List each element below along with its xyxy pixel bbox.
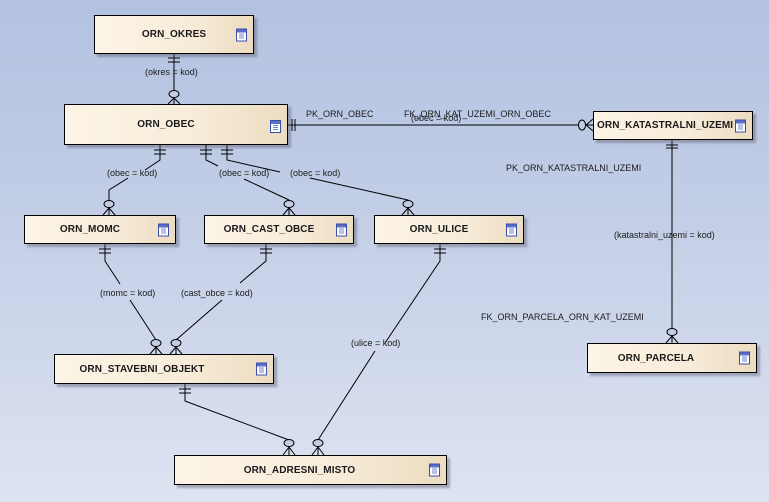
relationship-katastralni-uzemi-parcela[interactable] — [665, 140, 679, 344]
relationship-label-momc-stavebni-objekt: (momc = kod) — [100, 288, 156, 298]
entity-name: ORN_STAVEBNI_OBJEKT — [79, 363, 205, 375]
relationship-obec-ulice[interactable] — [221, 145, 415, 216]
relationship-label-kat-parcela: (katastralni_uzemi = kod) — [614, 230, 715, 240]
relationship-label-obec-momc: (obec = kod) — [107, 168, 158, 178]
relationship-ulice-adresni-misto[interactable] — [311, 244, 446, 456]
role-label-pk-katastralni-uzemi: PK_ORN_KATASTRALNI_UZEMI — [506, 163, 642, 173]
entity-name: ORN_CAST_OBCE — [223, 224, 315, 235]
table-icon — [270, 120, 281, 133]
entity-orn-ulice[interactable]: ORN_ULICE — [374, 215, 524, 244]
relationship-label-cast-obce-stavebni-objekt: (cast_obce = kod) — [181, 288, 253, 298]
relationship-obec-momc[interactable] — [102, 145, 166, 216]
entity-name: ORN_OBEC — [137, 119, 195, 130]
relationship-label-okres-obec: (okres = kod) — [145, 67, 198, 77]
entity-orn-parcela[interactable]: ORN_PARCELA — [587, 343, 757, 373]
relationship-stavebni-objekt-adresni-misto[interactable] — [179, 384, 296, 456]
entity-name: ORN_OKRES — [141, 29, 207, 40]
entity-orn-stavebni-objekt[interactable]: ORN_STAVEBNI_OBJEKT — [54, 354, 274, 384]
table-icon — [506, 223, 517, 236]
relationship-momc-stavebni-objekt[interactable] — [99, 244, 163, 355]
role-label-fk-kat-uzemi-obec: FK_ORN_KAT_UZEMI_ORN_OBEC — [404, 109, 551, 119]
entity-orn-obec[interactable]: ORN_OBEC — [64, 104, 288, 145]
entity-name: ORN_KATASTRALNI_UZEMI — [597, 120, 734, 131]
relationship-obec-katastralni-uzemi[interactable] — [288, 118, 594, 132]
entity-orn-okres[interactable]: ORN_OKRES — [94, 15, 254, 54]
entity-orn-katastralni-uzemi[interactable]: ORN_KATASTRALNI_UZEMI — [593, 111, 753, 140]
table-icon — [739, 351, 750, 365]
relationship-label-obec-ulice: (obec = kod) — [290, 168, 341, 178]
entity-orn-adresni-misto[interactable]: ORN_ADRESNI_MISTO — [174, 455, 447, 485]
role-label-pk-orn-obec: PK_ORN_OBEC — [306, 109, 374, 119]
table-icon — [236, 28, 247, 41]
entity-name: ORN_ULICE — [409, 224, 469, 235]
role-label-fk-parcela-kat-uzemi: FK_ORN_PARCELA_ORN_KAT_UZEMI — [481, 312, 644, 322]
entity-name: ORN_PARCELA — [617, 352, 695, 364]
table-icon — [429, 463, 440, 477]
relationship-label-obec-kat: (obec = kod) — [411, 113, 462, 123]
entity-orn-cast-obce[interactable]: ORN_CAST_OBCE — [204, 215, 354, 244]
table-icon — [256, 362, 267, 376]
relationship-label-ulice-adresni-misto: (ulice = kod) — [351, 338, 401, 348]
table-icon — [336, 223, 347, 236]
relationship-cast-obce-stavebni-objekt[interactable] — [169, 244, 272, 355]
relationship-label-obec-cast-obce: (obec = kod) — [219, 168, 270, 178]
entity-name: ORN_ADRESNI_MISTO — [243, 464, 356, 476]
relationship-okres-obec[interactable] — [167, 54, 181, 105]
entity-orn-momc[interactable]: ORN_MOMC — [24, 215, 176, 244]
table-icon — [735, 119, 746, 132]
table-icon — [158, 223, 169, 236]
entity-name: ORN_MOMC — [59, 224, 121, 235]
relationship-obec-cast-obce[interactable] — [200, 145, 296, 216]
